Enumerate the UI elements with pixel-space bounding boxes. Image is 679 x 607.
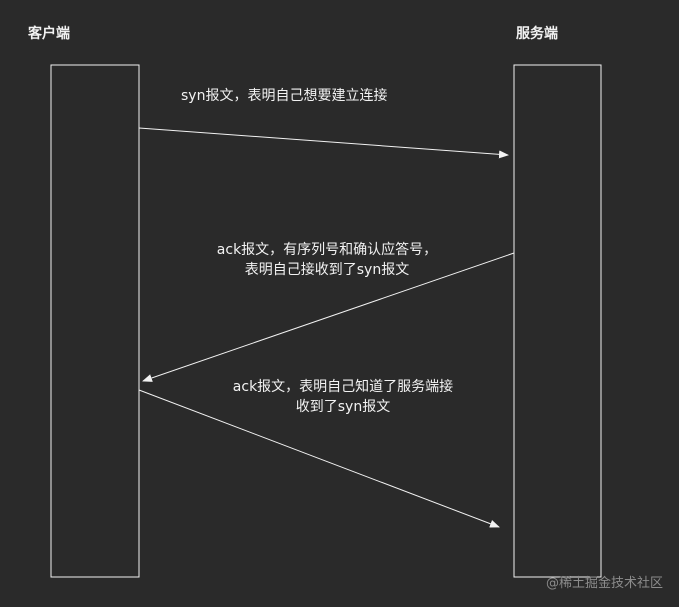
message-3-line-2: 收到了syn报文 <box>295 399 391 415</box>
message-2-line-2: 表明自己接收到了syn报文 <box>244 262 410 278</box>
arrow-message-3 <box>138 389 500 528</box>
message-3-label: ack报文，表明自己知道了服务端接 收到了syn报文 <box>220 377 466 417</box>
server-lifeline-box <box>513 64 602 578</box>
server-title: 服务端 <box>516 26 558 42</box>
message-1-label: syn报文，表明自己想要建立连接 <box>181 88 388 104</box>
client-lifeline-box <box>50 64 140 578</box>
message-2-label: ack报文，有序列号和确认应答号， 表明自己接收到了syn报文 <box>206 240 448 280</box>
watermark-text: @稀土掘金技术社区 <box>545 576 663 591</box>
message-3-line-1: ack报文，表明自己知道了服务端接 <box>232 379 454 395</box>
arrow-message-2 <box>142 252 515 382</box>
arrow-message-1 <box>138 127 509 159</box>
client-title: 客户端 <box>28 26 70 42</box>
message-2-line-1: ack报文，有序列号和确认应答号， <box>216 242 438 258</box>
